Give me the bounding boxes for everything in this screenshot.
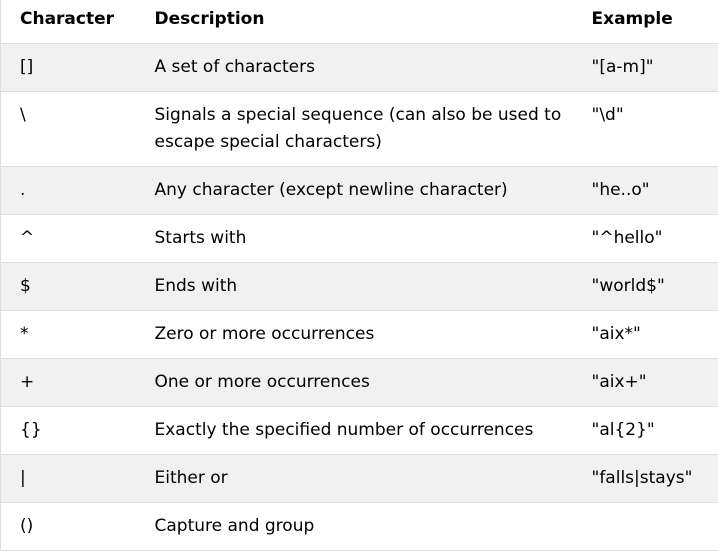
description-cell: Ends with bbox=[136, 262, 573, 310]
column-header-example: Example bbox=[573, 0, 718, 43]
table-header-row: Character Description Example bbox=[1, 0, 718, 43]
character-cell: . bbox=[1, 166, 136, 214]
example-cell: "\d" bbox=[573, 91, 718, 166]
example-cell: "aix*" bbox=[573, 310, 718, 358]
table-row: + One or more occurrences "aix+" bbox=[1, 358, 718, 406]
column-header-character: Character bbox=[1, 0, 136, 43]
character-cell: {} bbox=[1, 406, 136, 454]
example-cell: "al{2}" bbox=[573, 406, 718, 454]
description-cell: Starts with bbox=[136, 214, 573, 262]
description-cell: Exactly the specified number of occurren… bbox=[136, 406, 573, 454]
description-cell: Zero or more occurrences bbox=[136, 310, 573, 358]
table-row: ^ Starts with "^hello" bbox=[1, 214, 718, 262]
table-row: () Capture and group bbox=[1, 502, 718, 550]
table-row: * Zero or more occurrences "aix*" bbox=[1, 310, 718, 358]
example-cell: "^hello" bbox=[573, 214, 718, 262]
description-cell: Any character (except newline character) bbox=[136, 166, 573, 214]
example-cell: "[a-m]" bbox=[573, 43, 718, 91]
character-cell: ^ bbox=[1, 214, 136, 262]
example-cell bbox=[573, 502, 718, 550]
example-cell: "aix+" bbox=[573, 358, 718, 406]
character-cell: $ bbox=[1, 262, 136, 310]
character-cell: | bbox=[1, 454, 136, 502]
table-row: [] A set of characters "[a-m]" bbox=[1, 43, 718, 91]
table-row: | Either or "falls|stays" bbox=[1, 454, 718, 502]
description-cell: Either or bbox=[136, 454, 573, 502]
table-row: $ Ends with "world$" bbox=[1, 262, 718, 310]
character-cell: + bbox=[1, 358, 136, 406]
column-header-description: Description bbox=[136, 0, 573, 43]
character-cell: [] bbox=[1, 43, 136, 91]
character-cell: () bbox=[1, 502, 136, 550]
description-cell: Signals a special sequence (can also be … bbox=[136, 91, 573, 166]
character-cell: \ bbox=[1, 91, 136, 166]
description-cell: Capture and group bbox=[136, 502, 573, 550]
table-row: {} Exactly the specified number of occur… bbox=[1, 406, 718, 454]
description-cell: A set of characters bbox=[136, 43, 573, 91]
table-row: . Any character (except newline characte… bbox=[1, 166, 718, 214]
character-cell: * bbox=[1, 310, 136, 358]
example-cell: "he..o" bbox=[573, 166, 718, 214]
description-cell: One or more occurrences bbox=[136, 358, 573, 406]
example-cell: "falls|stays" bbox=[573, 454, 718, 502]
table-row: \ Signals a special sequence (can also b… bbox=[1, 91, 718, 166]
example-cell: "world$" bbox=[573, 262, 718, 310]
